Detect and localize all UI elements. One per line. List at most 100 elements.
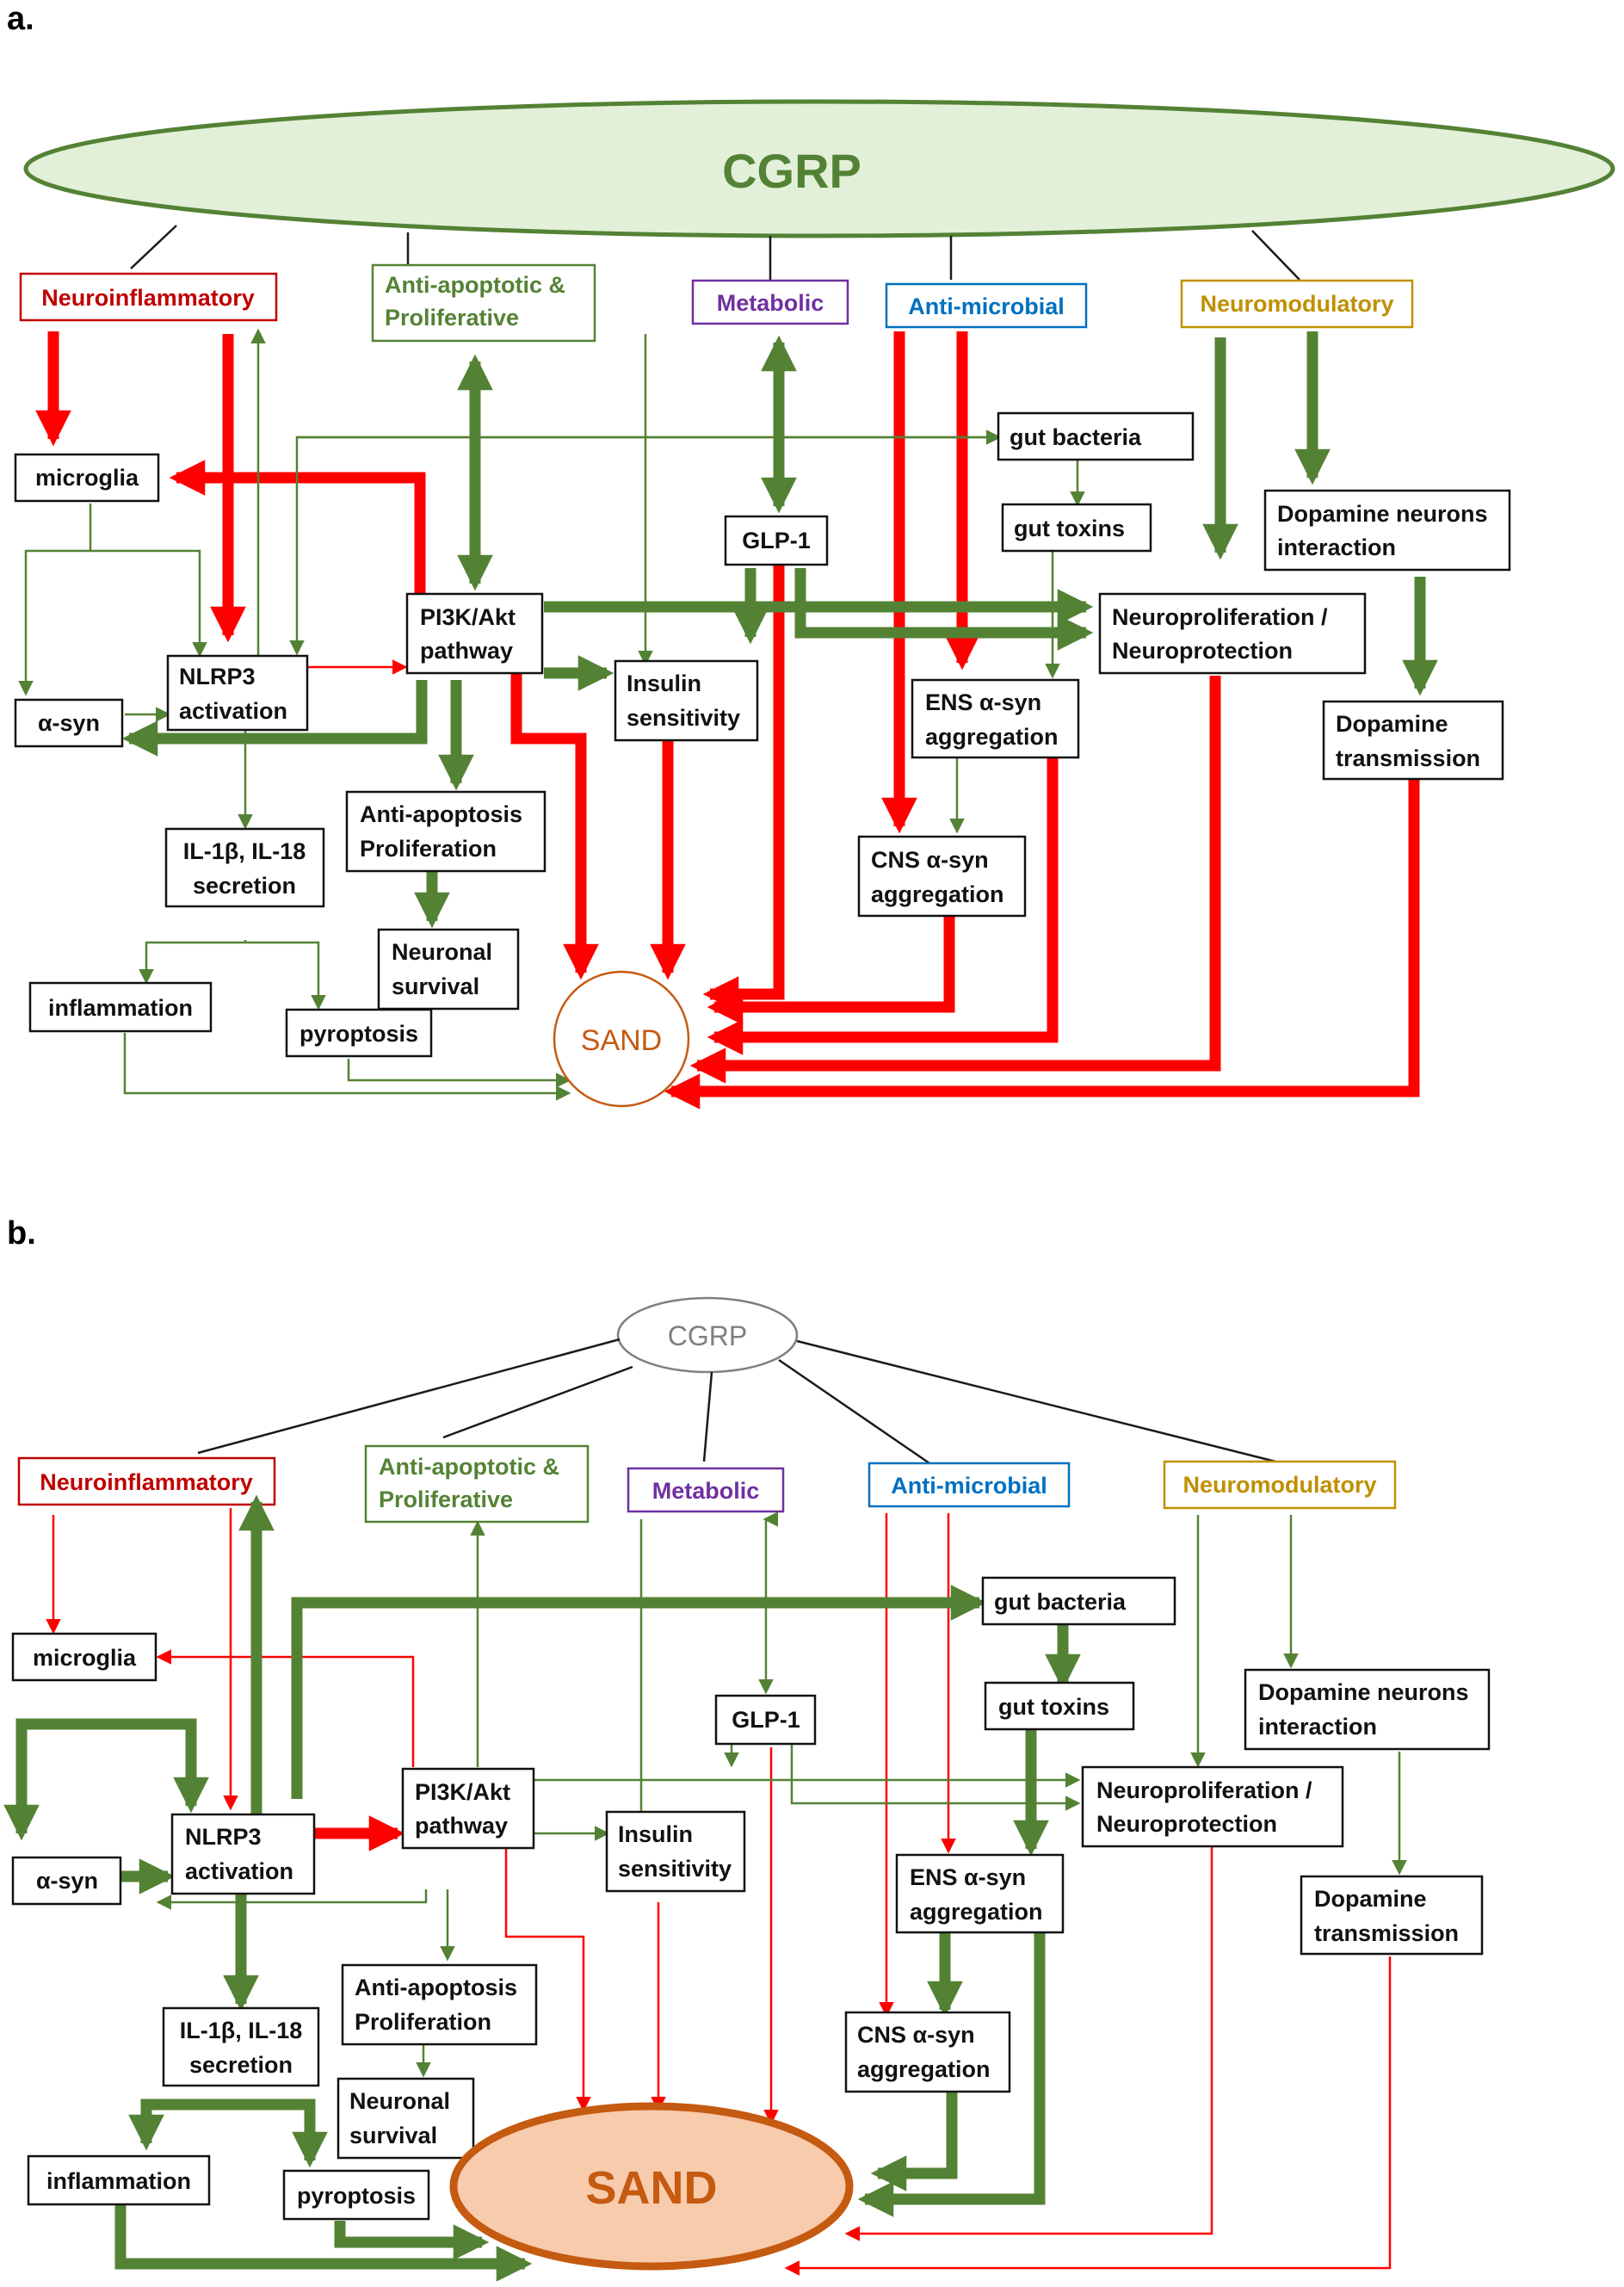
category-metabolic <box>627 1467 785 1513</box>
node-ens-alpha-syn-label-1: ENS α-syn <box>925 689 1041 715</box>
panel-a-arrows <box>18 328 1438 1110</box>
node-dopamine-neurons-label-1: Dopamine neurons <box>1277 501 1488 527</box>
node-cns-alpha-syn <box>844 2011 1011 2093</box>
node-inflammation <box>28 981 213 1033</box>
node-cns-alpha-syn-label-2: aggregation <box>871 881 1004 907</box>
node-microglia-label: microglia <box>35 465 139 491</box>
node-insulin <box>614 659 759 742</box>
node-alpha-syn-label: α-syn <box>38 710 100 736</box>
category-neuroinflammatory <box>19 272 278 322</box>
node-cns-alpha-syn-label-2: aggregation <box>857 2056 991 2082</box>
category-neuromodulatory-label: Neuromodulatory <box>1200 291 1393 317</box>
node-anti-apoptosis-label-2: Proliferation <box>355 2009 491 2035</box>
category-neuromodulatory <box>1180 279 1414 329</box>
cgrp-connectors <box>130 225 1300 281</box>
node-ens-alpha-syn-label-2: aggregation <box>925 724 1059 750</box>
node-gut-toxins-label: gut toxins <box>998 1694 1109 1720</box>
node-il1b-label-1: IL-1β, IL-18 <box>183 838 306 864</box>
node-gut-toxins <box>1001 503 1152 553</box>
node-neuroproliferation-label-1: Neuroproliferation / <box>1112 604 1328 630</box>
node-dopamine-transmission-label-2: transmission <box>1314 1920 1459 1946</box>
category-neuromodulatory <box>1163 1460 1397 1510</box>
category-metabolic <box>691 279 849 325</box>
node-dopamine-transmission-label-1: Dopamine <box>1314 1886 1427 1912</box>
node-nlrp3-label-2: activation <box>185 1858 293 1884</box>
node-anti-apoptosis <box>345 790 546 873</box>
cgrp-label: CGRP <box>668 1320 747 1351</box>
category-anti-apoptotic-label-2: Proliferative <box>379 1487 513 1512</box>
category-metabolic-label: Metabolic <box>652 1478 760 1504</box>
category-neuromodulatory-label: Neuromodulatory <box>1182 1472 1376 1498</box>
node-neuroproliferation <box>1081 1765 1344 1848</box>
node-il1b-label-2: secretion <box>189 2052 293 2078</box>
node-anti-apoptosis-label-2: Proliferation <box>360 836 497 862</box>
node-ens-alpha-syn-label-1: ENS α-syn <box>910 1864 1026 1890</box>
node-cns-alpha-syn-label-1: CNS α-syn <box>871 847 989 873</box>
node-gut-bacteria <box>981 1576 1176 1626</box>
sand-label: SAND <box>585 2162 717 2214</box>
node-gut-toxins <box>984 1681 1135 1731</box>
node-pi3k-label-1: PI3K/Akt <box>420 604 516 630</box>
node-anti-apoptosis-label-1: Anti-apoptosis <box>360 801 522 827</box>
category-anti-apoptotic-label-1: Anti-apoptotic & <box>385 272 565 298</box>
node-pyroptosis <box>282 2169 430 2221</box>
node-cns-alpha-syn <box>857 835 1027 918</box>
cgrp-connectors <box>197 1338 1276 1465</box>
node-insulin-label-1: Insulin <box>618 1821 693 1847</box>
node-glp1-label: GLP-1 <box>732 1707 800 1733</box>
node-anti-apoptosis-label-1: Anti-apoptosis <box>355 1975 517 2000</box>
node-nlrp3-label-1: NLRP3 <box>185 1824 262 1850</box>
node-dopamine-transmission <box>1300 1875 1484 1956</box>
node-neuronal-survival <box>377 928 520 1011</box>
category-anti-apoptotic-label-1: Anti-apoptotic & <box>379 1454 559 1480</box>
node-nlrp3 <box>170 1813 316 1895</box>
node-dopamine-neurons <box>1244 1668 1491 1751</box>
node-il1b <box>162 2006 320 2087</box>
node-inflammation-label: inflammation <box>46 2168 191 2194</box>
node-neuronal-survival-label-2: survival <box>392 974 479 999</box>
sand-ellipse <box>449 2102 854 2271</box>
node-cns-alpha-syn-label-1: CNS α-syn <box>857 2022 975 2048</box>
sand-label: SAND <box>581 1024 662 1057</box>
panel-b-arrows <box>3 1494 1407 2282</box>
node-glp1 <box>714 1694 817 1746</box>
category-metabolic-label: Metabolic <box>717 290 824 316</box>
node-neuronal-survival-label-2: survival <box>349 2123 437 2148</box>
panel-b-label: b. <box>7 1215 36 1252</box>
category-anti-apoptotic <box>371 263 596 343</box>
node-gut-bacteria <box>997 411 1195 461</box>
node-gut-bacteria-label: gut bacteria <box>1010 424 1142 450</box>
node-pi3k-label-2: pathway <box>415 1813 508 1839</box>
node-inflammation <box>27 2154 211 2206</box>
panel-a-label: a. <box>7 1 34 37</box>
node-insulin-label-2: sensitivity <box>618 1856 732 1882</box>
category-anti-microbial <box>868 1462 1071 1508</box>
node-pi3k-label-2: pathway <box>420 638 513 664</box>
node-gut-toxins-label: gut toxins <box>1014 516 1125 541</box>
node-dopamine-neurons-label-2: interaction <box>1277 535 1396 560</box>
node-dopamine-neurons-label-2: interaction <box>1258 1714 1377 1740</box>
node-ens-alpha-syn-label-2: aggregation <box>910 1899 1043 1925</box>
node-nlrp3-label-1: NLRP3 <box>179 664 256 689</box>
category-neuroinflammatory-label: Neuroinflammatory <box>40 1469 253 1495</box>
node-nlrp3 <box>166 654 309 732</box>
node-dopamine-transmission <box>1322 700 1504 781</box>
node-neuronal-survival-label-1: Neuronal <box>392 939 492 965</box>
node-il1b <box>164 827 325 908</box>
panel-b: b. CGRP Neuroinflammatory Anti-apoptotic… <box>3 1215 1491 2282</box>
node-neuroproliferation-label-2: Neuroprotection <box>1096 1811 1277 1837</box>
node-neuronal-survival <box>337 2077 475 2160</box>
node-insulin <box>605 1810 746 1893</box>
node-ens-alpha-syn <box>895 1853 1065 1934</box>
node-inflammation-label: inflammation <box>48 995 193 1021</box>
node-neuroproliferation-label-1: Neuroproliferation / <box>1096 1777 1312 1803</box>
node-neuroproliferation <box>1098 592 1367 675</box>
node-anti-apoptosis <box>341 1963 538 2046</box>
cgrp-ellipse <box>23 99 1615 238</box>
node-microglia-label: microglia <box>33 1645 137 1671</box>
category-neuroinflammatory <box>17 1456 276 1506</box>
node-microglia <box>14 453 160 503</box>
node-alpha-syn <box>14 698 124 748</box>
category-neuroinflammatory-label: Neuroinflammatory <box>41 285 255 311</box>
